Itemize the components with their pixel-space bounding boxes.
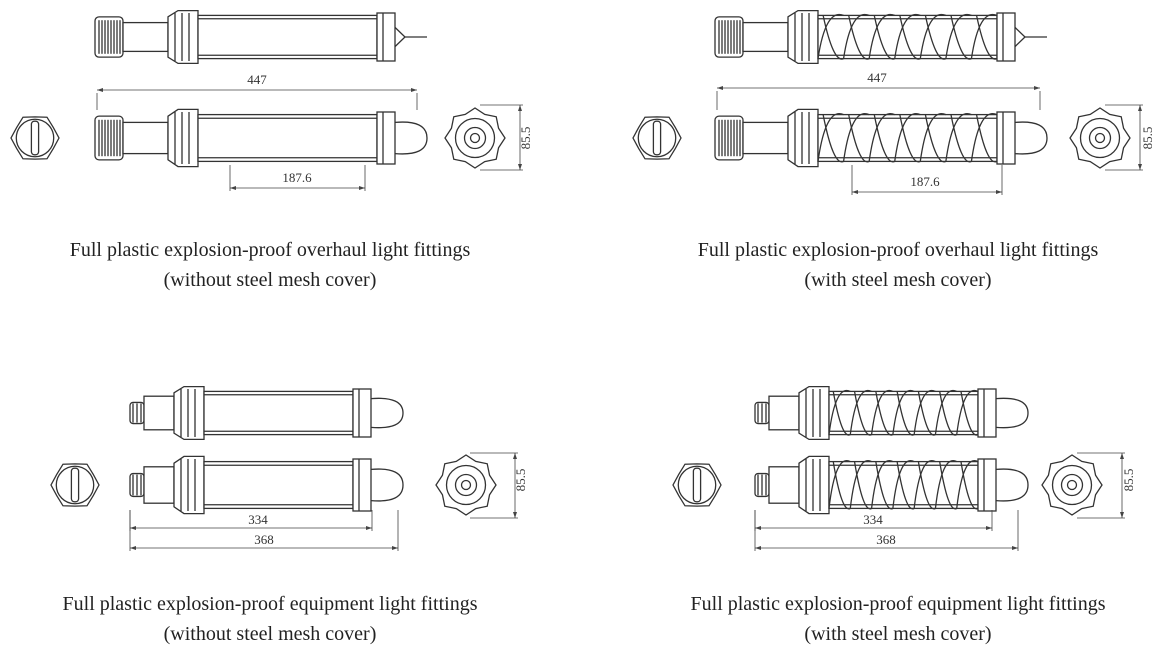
end-view-knob [10, 116, 60, 160]
dim-diameter-label: 85.5 [518, 127, 533, 150]
caption-title: Full plastic explosion-proof equipment l… [63, 593, 478, 615]
dim-length [96, 88, 418, 110]
lamp-side-view-top [94, 9, 427, 65]
end-view-knob [672, 463, 722, 507]
dim-diameter-label: 85.5 [1121, 469, 1136, 492]
lamp-side-view [754, 455, 1029, 515]
lamp-side-view [94, 108, 428, 168]
dim-body-label: 187.6 [910, 174, 940, 189]
lamp-side-view-top [714, 9, 1047, 65]
dim-body [229, 165, 366, 191]
caption-subtitle: (without steel mesh cover) [164, 623, 377, 645]
end-view-knob [632, 116, 682, 160]
end-view-knob [50, 463, 100, 507]
dim-inner-label: 334 [248, 512, 268, 527]
end-view-lens [1041, 454, 1103, 516]
lamp-side-view-top [129, 385, 404, 441]
dim-diameter [470, 452, 518, 519]
caption-subtitle: (with steel mesh cover) [804, 623, 991, 645]
caption-title: Full plastic explosion-proof overhaul li… [698, 239, 1099, 261]
dim-length-label: 368 [876, 532, 896, 547]
lamp-side-view-top [754, 385, 1029, 441]
caption-subtitle: (without steel mesh cover) [164, 269, 377, 291]
dim-length [716, 86, 1041, 110]
dim-body-label: 187.6 [282, 170, 312, 185]
caption-subtitle: (with steel mesh cover) [804, 269, 991, 291]
caption-title: Full plastic explosion-proof equipment l… [691, 593, 1106, 615]
end-view-lens [444, 107, 506, 169]
dim-length [129, 510, 399, 551]
dim-diameter [1105, 104, 1143, 171]
dim-body [851, 165, 1003, 195]
end-view-lens [1069, 107, 1131, 169]
dim-diameter-label: 85.5 [1140, 127, 1155, 150]
lamp-side-view [714, 108, 1048, 168]
dim-length-label: 368 [254, 532, 274, 547]
lamp-side-view [129, 455, 404, 515]
dim-length-label: 447 [247, 72, 267, 87]
dim-diameter-label: 85.5 [513, 469, 528, 492]
dim-diameter [1077, 452, 1125, 519]
dim-diameter [480, 104, 523, 171]
dim-length-label: 447 [867, 70, 887, 85]
dim-inner-label: 334 [863, 512, 883, 527]
dim-length [754, 510, 1019, 551]
caption-title: Full plastic explosion-proof overhaul li… [70, 239, 471, 261]
end-view-lens [435, 454, 497, 516]
